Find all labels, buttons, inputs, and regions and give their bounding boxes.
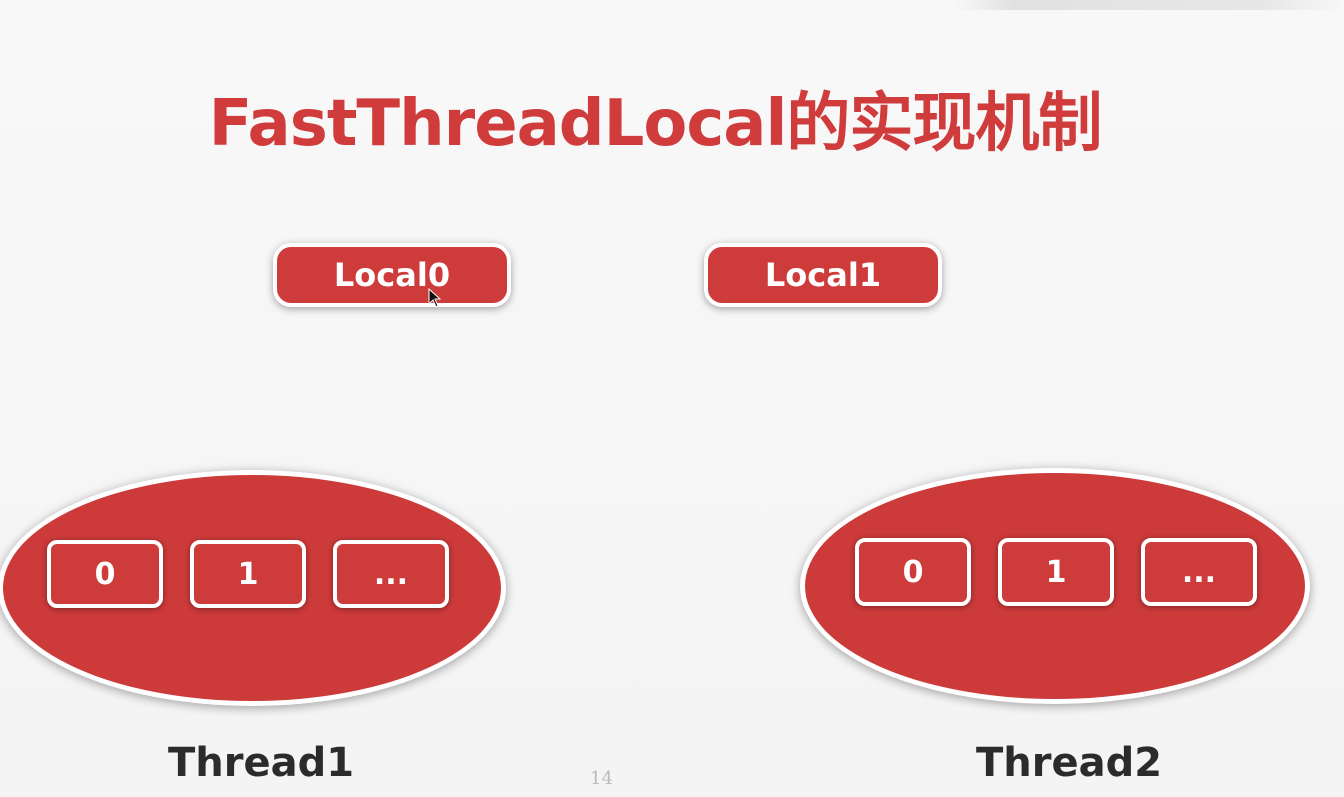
thread1-slot-more: ...: [333, 540, 449, 608]
local1-box: Local1: [704, 243, 942, 307]
thread1-slot-1-label: 1: [237, 556, 259, 592]
local1-label: Local1: [764, 256, 882, 294]
page-number: 14: [590, 768, 613, 789]
slide-title: FastThreadLocal的实现机制: [208, 87, 1103, 161]
thread2-slot-more-label: ...: [1181, 554, 1217, 590]
thread1-slot-1: 1: [190, 540, 306, 608]
thread2-label: Thread2: [976, 740, 1163, 786]
local0-label: Local0: [333, 256, 451, 294]
thread2-slot-0-label: 0: [902, 554, 924, 590]
thread2-slot-1: 1: [998, 538, 1114, 606]
thread2-slot-0: 0: [855, 538, 971, 606]
thread1-slot-0-label: 0: [94, 556, 116, 592]
thread1-slot-more-label: ...: [373, 556, 409, 592]
top-watermark: [955, 0, 1344, 10]
thread1-label: Thread1: [168, 740, 355, 786]
thread2-slot-1-label: 1: [1045, 554, 1067, 590]
thread2-slot-more: ...: [1141, 538, 1257, 606]
local0-box: Local0: [273, 243, 511, 307]
mouse-cursor-icon: [428, 288, 442, 308]
thread1-slot-0: 0: [47, 540, 163, 608]
